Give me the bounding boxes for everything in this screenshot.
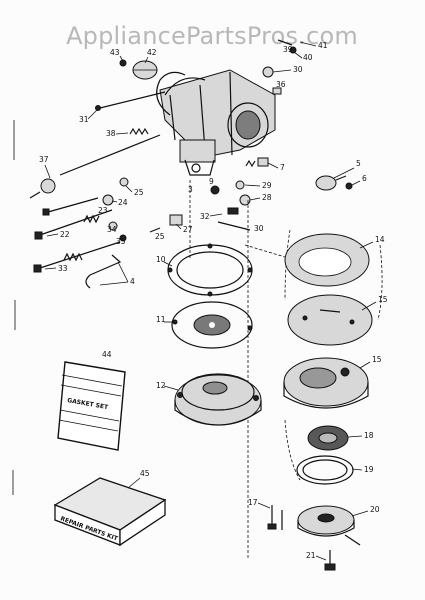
callout-36-top: 36 [276,80,286,89]
callout-6: 6 [362,174,367,183]
callout-32: 32 [200,212,210,221]
callout-40: 40 [303,53,313,62]
callout-45: 45 [140,469,150,478]
throttle-shaft-37 [29,134,161,199]
callout-19: 19 [364,465,374,474]
callout-18: 18 [364,431,374,440]
left-margin-marks [12,120,16,495]
spring-38 [129,127,149,136]
gasket-14 [284,233,370,287]
callout-35: 35 [116,237,126,246]
lever-4 [85,254,122,289]
callout-3: 3 [188,185,193,194]
callout-30-mid: 30 [254,224,264,233]
callout-43: 43 [110,48,120,57]
body-15 [283,357,369,409]
callout-25-upper: 25 [134,188,144,197]
gasket-10 [167,243,253,297]
callout-44: 44 [102,350,112,359]
cover-20 [297,505,361,546]
carburetor-body [156,69,276,176]
gasket-set-bag: GASKET SET [57,361,126,451]
callout-15-lower: 15 [372,355,382,364]
throttle-plate [119,59,206,96]
cover-12 [174,373,262,426]
inlet-parts [210,39,353,231]
callout-38: 38 [106,129,116,138]
gasket-19 [296,455,354,485]
callout-34: 34 [107,225,117,234]
callout-33: 33 [58,264,68,273]
callout-39: 39 [283,45,293,54]
callout-5: 5 [356,159,361,168]
callout-27: 27 [183,225,193,234]
callout-7: 7 [280,163,285,172]
callout-21: 21 [306,551,316,560]
screw-31 [95,91,166,111]
watermark-text: AppliancePartsPros.com [66,22,358,50]
callout-23: 23 [98,206,108,215]
screw-17 [267,505,283,530]
screw-21 [324,550,336,571]
callout-37: 37 [39,155,49,164]
plate-15 [287,294,373,346]
repair-kit-box: REPAIR PARTS KIT [53,477,167,547]
callout-41: 41 [318,41,328,50]
callout-11: 11 [156,315,166,324]
screen-18 [307,425,349,451]
callout-14: 14 [375,235,385,244]
callout-42: 42 [147,48,157,57]
callout-9: 9 [209,177,214,186]
callout-25-lower: 25 [155,232,165,241]
callout-15-upper: 15 [378,295,388,304]
adjust-screws [33,197,121,273]
callouts: 43 42 41 40 39 30 36 31 38 37 7 5 6 29 2… [39,41,388,561]
small-parts-cluster [102,177,183,242]
callout-20: 20 [370,505,380,514]
callout-4: 4 [130,277,135,286]
callout-10: 10 [156,255,166,264]
callout-12: 12 [156,381,166,390]
callout-24: 24 [118,198,128,207]
callout-17: 17 [248,498,258,507]
callout-31: 31 [79,115,89,124]
callout-29: 29 [262,181,272,190]
callout-30-top: 30 [293,65,303,74]
callout-22: 22 [60,230,70,239]
callout-28: 28 [262,193,272,202]
diaphragm-11 [171,301,253,349]
